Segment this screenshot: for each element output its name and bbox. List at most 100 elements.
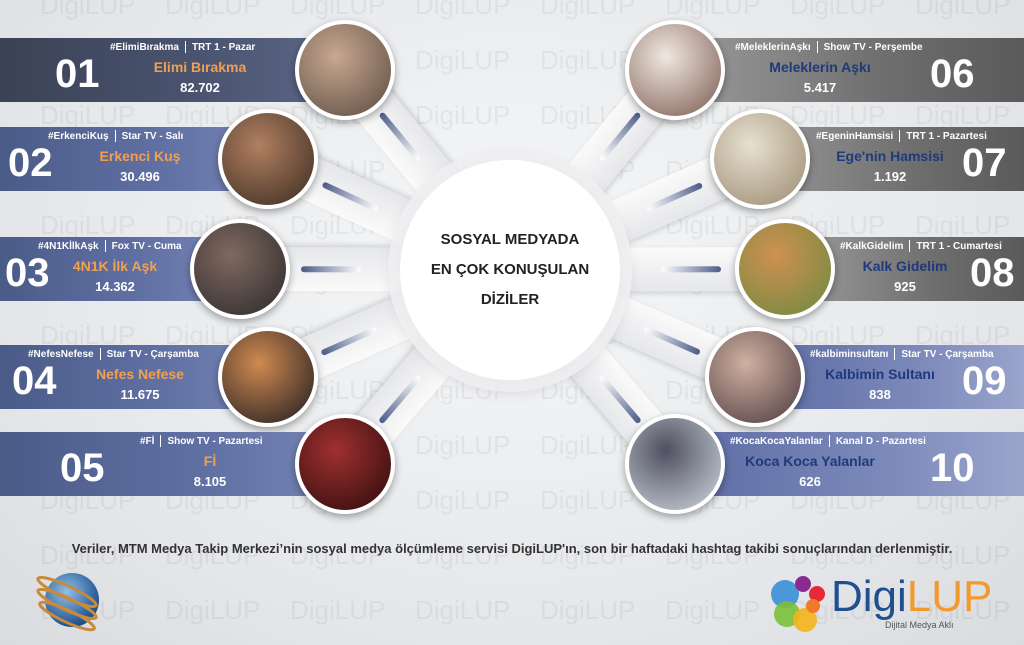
mention-count: 8.105 [193, 474, 227, 489]
show-title: Nefes Nefese [96, 366, 184, 382]
watermark-text: DigiLUP [165, 0, 261, 20]
show-title: Ege'nin Hamsisi [836, 148, 944, 164]
watermark-text: DigiLUP [290, 595, 386, 625]
watermark-text: DigiLUP [790, 540, 886, 570]
hashtag: #KocaKocaYalanlar [730, 436, 823, 447]
watermark-text: DigiLUP [415, 485, 511, 515]
watermark-text: DigiLUP [540, 45, 636, 75]
watermark-text: DigiLUP [665, 0, 761, 20]
show-meta: #Fİ Show TV - Pazartesi [140, 434, 262, 450]
show-title: Erkenci Kuş [99, 148, 181, 164]
mention-count: 82.702 [180, 80, 220, 95]
digilup-logo-text: LUP [906, 572, 993, 621]
rank-number: 04 [12, 359, 57, 403]
divider [160, 435, 162, 448]
channel-day: Kanal D - Pazartesi [835, 436, 926, 447]
divider [909, 240, 911, 253]
channel-day: Fox TV - Cuma [111, 241, 182, 252]
watermark-text: DigiLUP [165, 540, 261, 570]
channel-day: Show TV - Perşembe [823, 42, 923, 53]
watermark-text: DigiLUP [415, 595, 511, 625]
hashtag: #ElimiBırakma [110, 42, 179, 53]
show-meta: #ElimiBırakma TRT 1 - Pazar [110, 40, 255, 56]
show-poster-image [710, 109, 810, 209]
mtm-logo [32, 570, 102, 635]
watermark-text: DigiLUP [540, 430, 636, 460]
hashtag: #ErkenciKuş [48, 131, 109, 142]
digilup-logo-text: Digi [831, 572, 907, 621]
hashtag: #KalkGidelim [840, 241, 904, 252]
watermark-text: DigiLUP [665, 540, 761, 570]
show-poster-image [218, 327, 318, 427]
mention-count: 11.675 [120, 387, 160, 402]
digilup-tagline: Dijital Medya Aklı [885, 620, 954, 630]
digilup-logo: DigiLUP Dijital Medya Aklı [765, 570, 1005, 636]
channel-day: Star TV - Çarşamba [901, 349, 994, 360]
center-line: EN ÇOK KONUŞULAN [430, 261, 590, 278]
show-poster-image [625, 414, 725, 514]
show-poster-image [625, 20, 725, 120]
center-line: SOSYAL MEDYADA [440, 231, 580, 248]
watermark-text: DigiLUP [540, 0, 636, 20]
watermark-text: DigiLUP [540, 485, 636, 515]
divider [894, 348, 896, 361]
footer-note: Veriler, MTM Medya Takip Merkezi’nin sos… [71, 541, 953, 556]
divider [104, 240, 106, 253]
channel-day: Star TV - Çarşamba [106, 349, 199, 360]
ranking-row: 05 #Fİ Show TV - Pazartesi Fİ 8.105 [0, 432, 330, 496]
mention-count: 14.362 [95, 279, 135, 294]
watermark-text: DigiLUP [665, 595, 761, 625]
hashtag: #Fİ [140, 436, 155, 447]
show-meta: #KocaKocaYalanlar Kanal D - Pazartesi [730, 434, 926, 450]
watermark-text: DigiLUP [540, 595, 636, 625]
watermark-text: DigiLUP [415, 45, 511, 75]
divider [184, 41, 186, 54]
channel-day: TRT 1 - Pazar [191, 42, 256, 53]
channel-day: TRT 1 - Cumartesi [916, 241, 1002, 252]
mention-count: 838 [869, 387, 891, 402]
watermark-text: DigiLUP [415, 430, 511, 460]
watermark-text: DigiLUP [915, 210, 1011, 240]
divider [899, 130, 901, 143]
show-poster-image [218, 109, 318, 209]
rank-number: 05 [60, 446, 105, 490]
rank-number: 01 [55, 52, 100, 96]
show-poster-image [705, 327, 805, 427]
hashtag: #kalbiminsultanı [810, 349, 889, 360]
show-meta: #kalbiminsultanı Star TV - Çarşamba [810, 347, 994, 363]
show-poster-image [295, 20, 395, 120]
watermark-text: DigiLUP [40, 100, 136, 130]
hashtag: #EgeninHamsisi [816, 131, 894, 142]
watermark-text: DigiLUP [415, 100, 511, 130]
rank-number: 08 [970, 251, 1015, 295]
show-title: Meleklerin Aşkı [769, 59, 871, 75]
watermark-text: DigiLUP [40, 0, 136, 20]
rank-number: 09 [962, 359, 1007, 403]
watermark-text: DigiLUP [540, 540, 636, 570]
center-line: DİZİLER [480, 291, 540, 308]
rank-number: 07 [962, 141, 1007, 185]
watermark-text: DigiLUP [415, 0, 511, 20]
show-title: Kalbimin Sultanı [825, 366, 935, 382]
channel-day: TRT 1 - Pazartesi [906, 131, 987, 142]
ranking-row: 01 #ElimiBırakma TRT 1 - Pazar Elimi Bıra… [0, 38, 330, 102]
watermark-text: DigiLUP [915, 0, 1011, 20]
center-title: SOSYAL MEDYADA EN ÇOK KONUŞULAN DİZİLER [400, 160, 620, 380]
rank-number: 02 [8, 141, 53, 185]
show-meta: #4N1KİlkAşk Fox TV - Cuma [38, 239, 182, 255]
show-title: Fİ [203, 453, 217, 469]
hashtag: #4N1KİlkAşk [38, 241, 99, 252]
hashtag: #NefesNefese [28, 349, 94, 360]
divider [99, 348, 101, 361]
show-title: Elimi Bırakma [153, 59, 247, 75]
rank-number: 03 [5, 251, 50, 295]
ranking-row: 04 #NefesNefese Star TV - Çarşamba Nefes … [0, 345, 258, 409]
watermark-text: DigiLUP [165, 595, 261, 625]
channel-day: Show TV - Pazartesi [167, 436, 263, 447]
mention-count: 925 [894, 279, 916, 294]
show-poster-image [735, 219, 835, 319]
divider [828, 435, 830, 448]
